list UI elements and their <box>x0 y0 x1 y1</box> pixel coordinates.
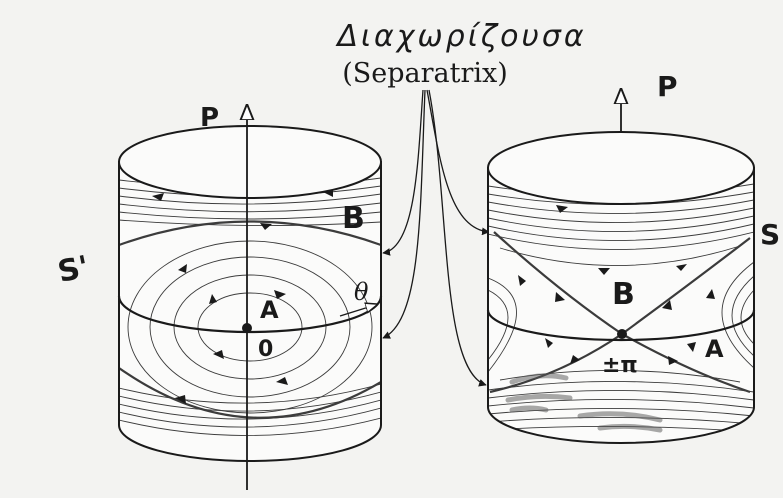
right-scribbles <box>505 373 663 433</box>
left-cylinder-top <box>118 125 382 199</box>
left-cylinder-body <box>118 161 382 462</box>
right-region-label: B <box>612 277 635 312</box>
separatrix-title: (Separatrix) <box>342 58 508 89</box>
header: Διαχωρίζουσα (Separatrix) <box>335 19 586 89</box>
right-flow-arrows <box>518 205 715 365</box>
left-flow-lines <box>119 177 381 436</box>
right-axis-label: P <box>657 70 678 103</box>
left-side-label: S' <box>55 249 92 290</box>
left-cylinder: P S' B A 0 θ <box>55 103 383 490</box>
greek-title: Διαχωρίζουσα <box>335 19 586 54</box>
right-side-region-label: A <box>705 335 724 363</box>
left-axis-label: P <box>200 103 219 133</box>
right-side-label: S <box>760 218 780 251</box>
left-theta-arrow <box>339 306 372 317</box>
right-cylinder-top <box>487 131 755 205</box>
left-center-label: A <box>260 296 279 324</box>
left-angle-label: θ <box>354 278 369 306</box>
left-flow-arrows <box>152 188 333 404</box>
pointer-to-right-upper <box>426 89 490 236</box>
separatrix-pointers <box>382 89 490 387</box>
right-equator <box>486 309 756 342</box>
pointer-to-right-lower <box>428 89 487 387</box>
left-upper-separatrix <box>119 220 381 247</box>
right-cylinder: P S B A ±π <box>486 70 780 444</box>
left-lower-separatrix <box>119 367 381 419</box>
left-origin-label: 0 <box>258 337 273 362</box>
right-saddle-label: ±π <box>602 353 638 378</box>
left-region-label: B <box>342 201 365 236</box>
left-fixed-point-a <box>242 323 252 333</box>
right-saddle-point <box>617 329 627 339</box>
pointer-to-left-lower <box>382 89 426 339</box>
pointer-to-left-upper <box>382 89 424 256</box>
